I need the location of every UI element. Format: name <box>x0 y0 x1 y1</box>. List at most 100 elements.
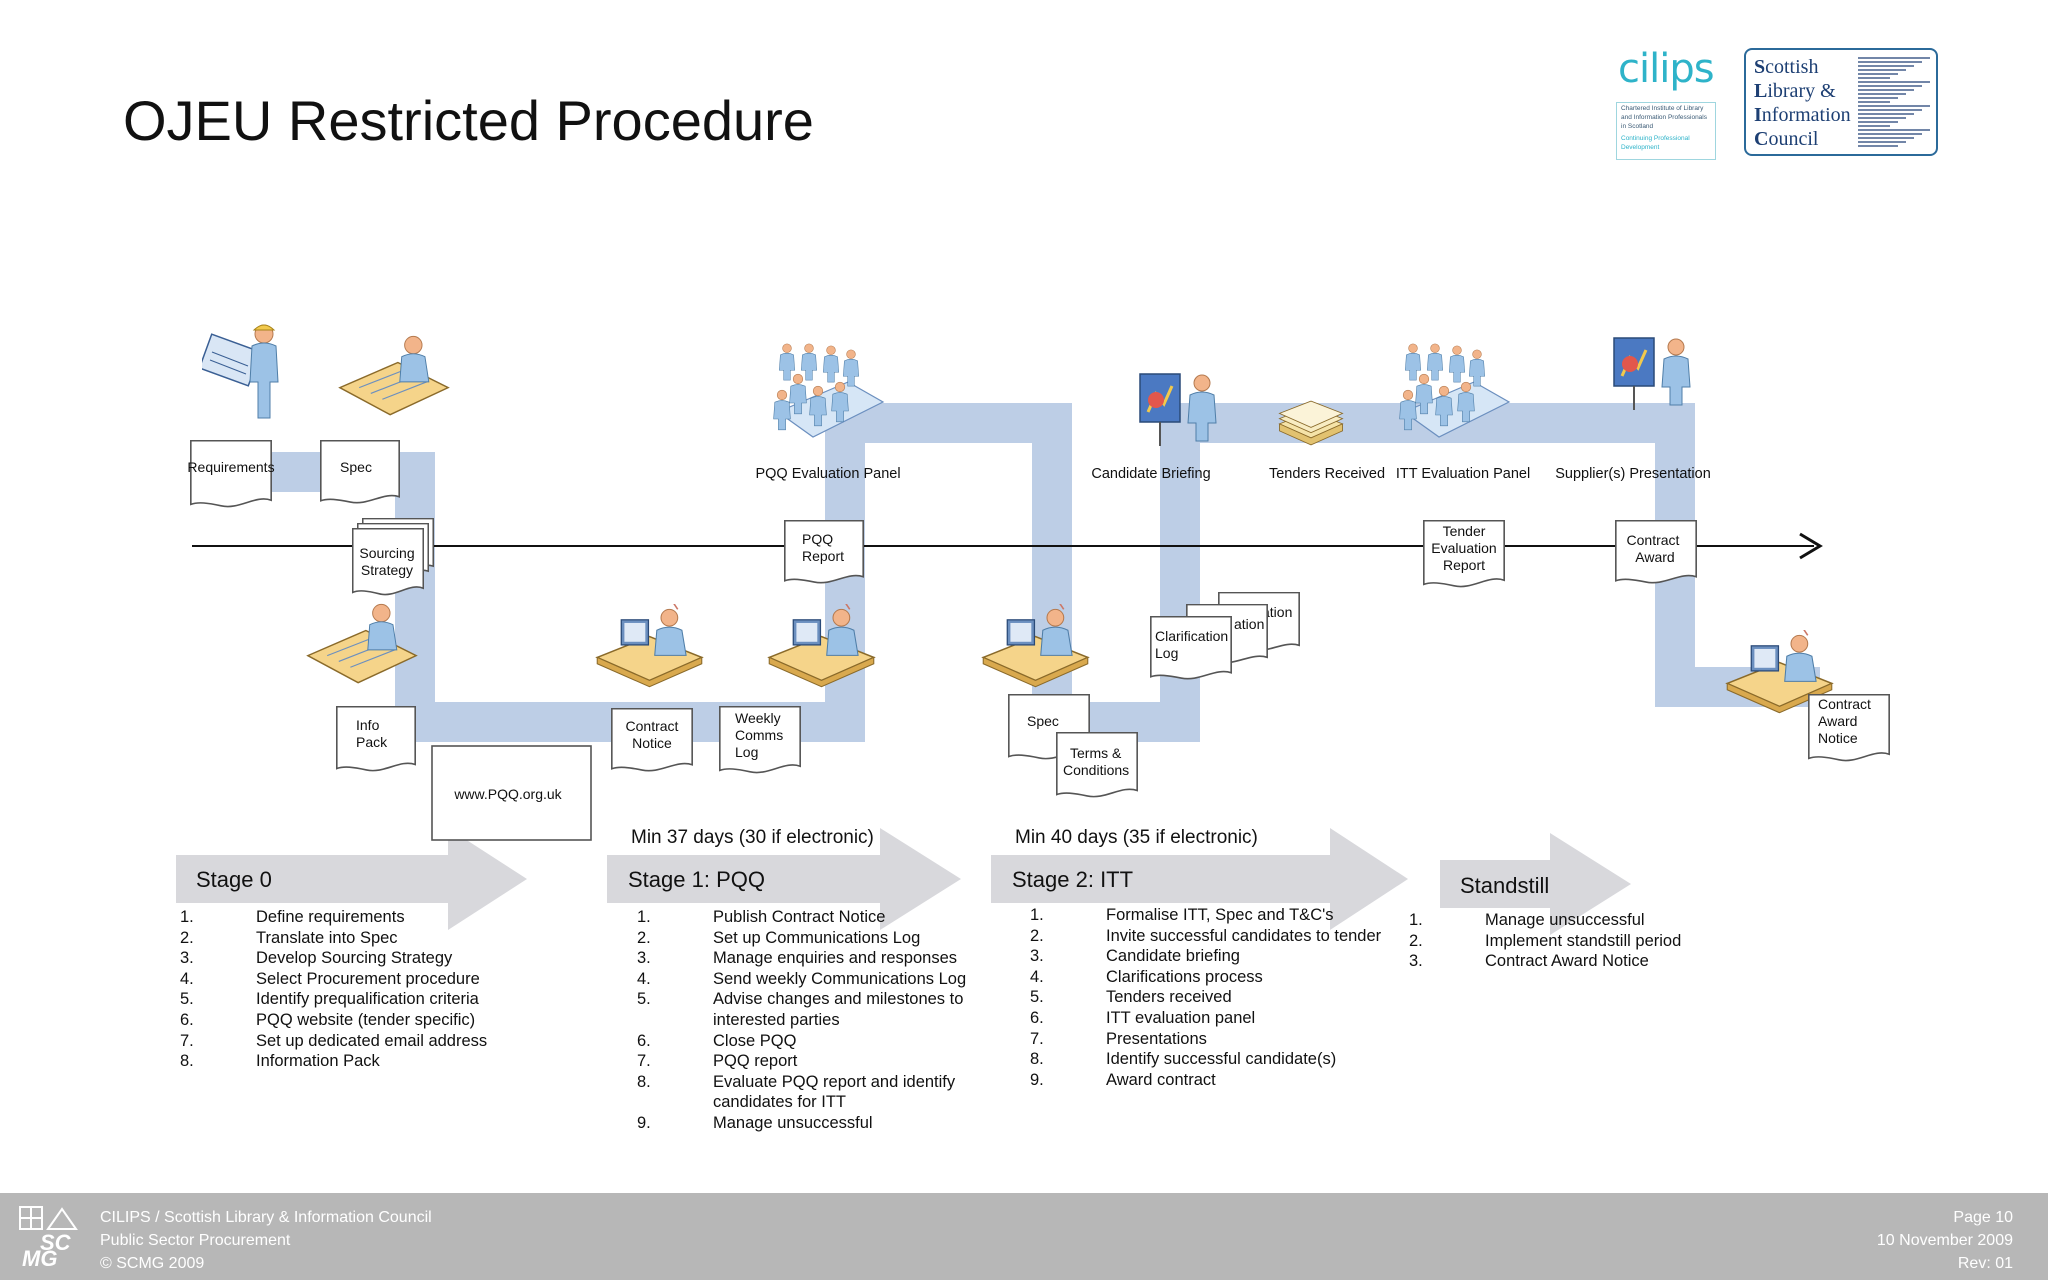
caption-itt-evaluation-panel: ITT Evaluation Panel <box>1396 466 1530 482</box>
caption-candidate-briefing: Candidate Briefing <box>1091 466 1210 482</box>
svg-text:Contract: Contract <box>626 718 679 734</box>
svg-text:Conditions: Conditions <box>1063 762 1129 778</box>
doc-info-pack: Info Pack <box>336 706 416 772</box>
svg-text:Award: Award <box>1818 713 1857 729</box>
stage-2-label: Stage 2: ITT <box>1012 867 1134 892</box>
stage-1-duration: Min 37 days (30 if electronic) <box>631 827 874 848</box>
scmg-logo: SC MG <box>19 1206 78 1267</box>
slic-logo-line: Council <box>1754 128 1819 150</box>
page-title: OJEU Restricted Procedure <box>123 89 814 152</box>
footer-page-number: Page 10 <box>1953 1209 2013 1226</box>
doc-contract-award-notice: Contract Award Notice <box>1808 694 1890 762</box>
presenter-illustration <box>1614 338 1690 410</box>
list-item: 7.Presentations <box>1030 1029 1207 1048</box>
list-item: 8.Information Pack <box>180 1052 380 1071</box>
svg-text:Notice: Notice <box>632 735 672 751</box>
list-item: 4.Clarifications process <box>1030 967 1263 986</box>
doc-itt-spec: Spec <box>1008 694 1090 760</box>
svg-text:Contract: Contract <box>1818 696 1871 712</box>
timeline-arrow-head <box>1799 532 1823 560</box>
doc-pqq-website: www.PQQ.org.uk <box>431 745 592 841</box>
stage-0-banner <box>176 828 527 930</box>
svg-text:Weekly: Weekly <box>735 710 781 726</box>
svg-text:ation: ation <box>1234 616 1264 632</box>
drafter-illustration <box>339 335 449 416</box>
list-item: 4.Select Procurement procedure <box>180 969 480 988</box>
svg-text:Sourcing: Sourcing <box>359 545 414 561</box>
list-item: 1.Manage unsuccessful <box>1409 911 1645 929</box>
footer-date: 10 November 2009 <box>1876 1232 2013 1249</box>
slic-logo-line: Scottish <box>1754 56 1819 78</box>
svg-text:Comms: Comms <box>735 727 783 743</box>
svg-text:Strategy: Strategy <box>361 562 413 578</box>
list-item: 2.Set up Communications Log <box>637 928 921 947</box>
doc-clarification-log-stack: ation ation Clarification Log <box>1150 592 1300 680</box>
engineer-illustration <box>202 324 279 419</box>
list-item: 6.PQQ website (tender specific) <box>180 1010 476 1029</box>
scmg-logo-sc: SC <box>40 1230 72 1255</box>
list-item: 5.Advise changes and milestones to inter… <box>637 990 964 1029</box>
cilips-logo-line: Continuing Professional <box>1621 135 1690 142</box>
slic-logo-graphic <box>1858 57 1930 147</box>
list-item: 2.Implement standstill period <box>1409 931 1682 950</box>
svg-text:Log: Log <box>1155 645 1178 661</box>
svg-text:ation: ation <box>1262 604 1292 620</box>
slic-logo: Scottish Library & Information Council <box>1744 48 1938 156</box>
cilips-logo-line: Development <box>1621 144 1660 151</box>
list-item: 2.Invite successful candidates to tender <box>1030 926 1382 945</box>
list-item: 7.PQQ report <box>637 1052 798 1071</box>
doc-requirements: Requirements <box>187 440 275 508</box>
stage-0-task-list: 1.Define requirements 2.Translate into S… <box>180 907 570 1072</box>
standstill-label: Standstill <box>1460 873 1550 898</box>
svg-text:Log: Log <box>735 744 758 760</box>
list-item: 5.Tenders received <box>1030 988 1232 1007</box>
standstill-banner <box>1440 833 1631 935</box>
list-item: 4.Send weekly Communications Log <box>637 969 967 988</box>
footer-copyright: © SCMG 2009 <box>100 1255 205 1272</box>
standstill-task-list: 1.Manage unsuccessful 2.Implement stands… <box>1409 910 1729 972</box>
cilips-logo-box: Chartered Institute of Library and Infor… <box>1616 102 1716 160</box>
svg-text:Award: Award <box>1635 549 1674 565</box>
list-item: 3.Candidate briefing <box>1030 947 1240 966</box>
doc-terms-conditions: Terms & Conditions <box>1056 732 1138 798</box>
stage-1-label: Stage 1: PQQ <box>628 867 765 892</box>
caption-pqq-evaluation-panel: PQQ Evaluation Panel <box>755 466 900 482</box>
list-item: 6.Close PQQ <box>637 1031 797 1050</box>
list-item: 5.Identify prequalification criteria <box>180 990 479 1009</box>
list-item: 1.Formalise ITT, Spec and T&C's <box>1030 906 1334 924</box>
stage-1-banner <box>607 828 961 930</box>
footer-org: CILIPS / Scottish Library & Information … <box>100 1209 432 1226</box>
doc-pqq-report: PQQ Report <box>784 520 864 584</box>
stage-2-duration: Min 40 days (35 if electronic) <box>1015 827 1258 848</box>
svg-text:Report: Report <box>802 548 844 564</box>
doc-spec: Spec <box>320 440 400 504</box>
footer-subject: Public Sector Procurement <box>100 1232 291 1249</box>
svg-text:Clarification: Clarification <box>1155 628 1228 644</box>
list-item: 3.Manage enquiries and responses <box>637 949 957 968</box>
list-item: 9.Award contract <box>1030 1070 1216 1089</box>
svg-text:Pack: Pack <box>356 734 388 750</box>
footer: SC MG CILIPS / Scottish Library & Inform… <box>0 1193 2048 1280</box>
svg-text:Spec: Spec <box>1027 713 1059 729</box>
stage-1-task-list: 1.Publish Contract Notice 2.Set up Commu… <box>637 907 992 1134</box>
stage-0-label: Stage 0 <box>196 867 272 892</box>
cilips-logo-line: in Scotland <box>1621 123 1654 130</box>
svg-text:PQQ: PQQ <box>802 531 833 547</box>
svg-text:Notice: Notice <box>1818 730 1858 746</box>
caption-tenders-received: Tenders Received <box>1269 466 1385 482</box>
footer-revision: Rev: 01 <box>1957 1255 2013 1272</box>
list-item: 9.Manage unsuccessful <box>637 1113 873 1132</box>
doc-sourcing-strategy: Sourcing Strategy <box>352 518 434 596</box>
list-item: 8.Identify successful candidate(s) <box>1030 1050 1337 1069</box>
list-item: 1.Define requirements <box>180 908 405 926</box>
svg-text:Terms &: Terms & <box>1070 745 1122 761</box>
list-item: 3.Develop Sourcing Strategy <box>180 949 453 968</box>
slic-logo-line: Library & <box>1754 80 1836 102</box>
cilips-logo-line: and Information Professionals <box>1621 114 1707 121</box>
stage-2-banner <box>991 828 1408 930</box>
list-item: 2.Translate into Spec <box>180 928 398 947</box>
svg-text:www.PQQ.org.uk: www.PQQ.org.uk <box>453 786 562 802</box>
svg-text:Requirements: Requirements <box>187 459 274 475</box>
list-item: 1.Publish Contract Notice <box>637 908 886 926</box>
doc-weekly-comms-log: Weekly Comms Log <box>719 706 801 774</box>
